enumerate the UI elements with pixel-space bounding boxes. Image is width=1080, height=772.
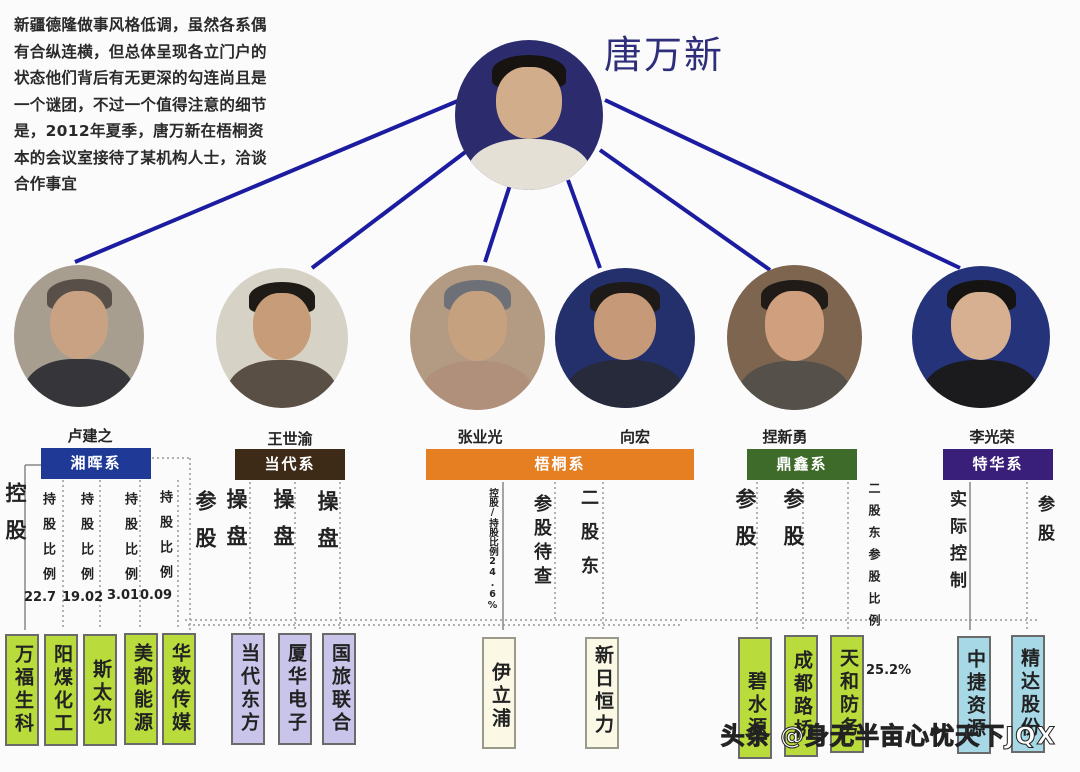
group-xianghui: 湘晖系	[41, 448, 151, 479]
portrait-wang-shiyu	[216, 268, 348, 408]
watermark: 头条 @身无半亩心忧天下JQX	[720, 722, 1056, 751]
person-name: 李光荣	[969, 428, 1015, 446]
person-name: 卢建之	[67, 427, 113, 445]
person-name: 张业光	[457, 428, 503, 446]
company-card: 精达股份	[1011, 635, 1045, 753]
center-person-name: 唐万新	[604, 33, 725, 77]
company-card: 万福生科	[5, 634, 39, 746]
relation-caopan: 操盘	[315, 490, 339, 564]
relation-chigu: 持股比例	[157, 490, 172, 590]
center-portrait	[455, 40, 603, 190]
person-name: 王世渝	[267, 430, 313, 448]
company-card: 美都能源	[124, 633, 158, 745]
group-tehua: 特华系	[943, 449, 1053, 480]
company-card: 天和防务	[830, 635, 864, 753]
company-card: 中捷资源	[957, 636, 991, 754]
relation-caopan: 操盘	[271, 488, 295, 562]
relation-cangu-daicha: 参股待查	[531, 494, 552, 590]
company-card: 厦华电子	[278, 633, 312, 745]
company-card: 阳煤化工	[44, 634, 78, 746]
company-card: 斯太尔	[83, 634, 117, 746]
relation-cangu: 参股	[1034, 495, 1054, 553]
relation-chigu: 持股比例	[122, 492, 137, 592]
relation-ergudong-cangu: 二股东参股比例	[867, 482, 881, 636]
chigu-pct: 0.09	[140, 588, 173, 603]
relation-ergudong: 二股东	[578, 488, 599, 590]
portrait-xiang-hong	[555, 268, 695, 408]
portrait-li-guangrong	[912, 266, 1050, 408]
company-card: 当代东方	[231, 633, 265, 745]
relation-cangu: 参股	[781, 488, 805, 562]
relation-chigu: 持股比例	[40, 492, 55, 592]
company-card: 碧水源	[738, 637, 772, 759]
company-card: 新日恒力	[585, 637, 619, 749]
relation-kongu: 控股	[3, 482, 27, 556]
group-dangdai: 当代系	[235, 449, 345, 480]
relation-caopan: 操盘	[224, 488, 248, 562]
ergudong-pct: 25.2%	[866, 663, 912, 678]
relation-cangu: 参股	[193, 490, 217, 564]
company-card: 华数传媒	[162, 633, 196, 745]
person-name: 捏新勇	[762, 428, 808, 446]
group-wutong: 梧桐系	[426, 449, 694, 480]
portrait-zhang-yeguang	[410, 265, 545, 410]
company-card: 成都路桥	[784, 635, 818, 757]
relation-shiji-kongzhi: 实际控制	[946, 490, 966, 598]
intro-text: 新疆德隆做事风格低调，虽然各系偶有合纵连横，但总体呈现各立门户的状态他们背后有无…	[14, 16, 267, 193]
chigu-pct: 19.02	[62, 590, 104, 605]
relation-kongu-chigu: 控股/持股比例24.6%	[487, 488, 498, 611]
chigu-pct: 22.7	[24, 590, 57, 605]
portrait-nie-xinyong	[727, 265, 862, 410]
portrait-lu-jianzhi	[14, 265, 144, 407]
company-card: 国旅联合	[322, 633, 356, 745]
group-dingxin: 鼎鑫系	[747, 449, 857, 480]
company-card: 伊立浦	[482, 637, 516, 749]
person-name: 向宏	[619, 428, 650, 446]
relation-cangu: 参股	[733, 488, 757, 562]
relation-chigu: 持股比例	[78, 492, 93, 592]
chigu-pct: 3.01	[107, 588, 140, 603]
